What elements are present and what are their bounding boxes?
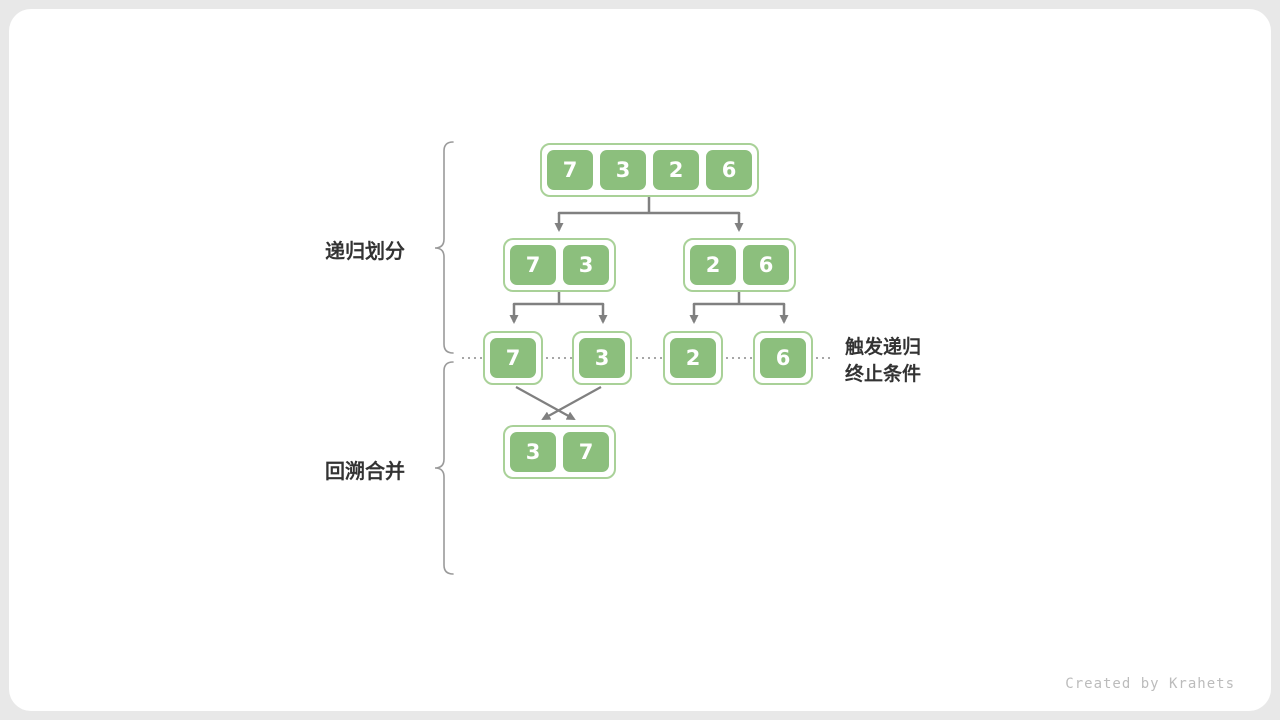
array-cell: 3 <box>579 338 625 378</box>
array-cell: 6 <box>760 338 806 378</box>
array-group-level3-3: 6 <box>753 331 813 385</box>
diagram-card <box>9 9 1271 711</box>
label-termination-line1: 触发递归 <box>845 336 922 358</box>
label-recursive-divide: 递归划分 <box>325 239 405 263</box>
array-cell: 7 <box>510 245 556 285</box>
array-cell: 7 <box>490 338 536 378</box>
label-termination-condition: 触发递归 终止条件 <box>845 334 921 388</box>
array-cell: 2 <box>690 245 736 285</box>
array-cell: 3 <box>510 432 556 472</box>
array-group-level2-left: 7 3 <box>503 238 616 292</box>
array-cell: 2 <box>670 338 716 378</box>
array-group-level1: 7 3 2 6 <box>540 143 759 197</box>
array-group-level3-0: 7 <box>483 331 543 385</box>
array-group-level3-1: 3 <box>572 331 632 385</box>
array-cell: 7 <box>547 150 593 190</box>
label-termination-line2: 终止条件 <box>845 363 922 385</box>
array-group-level3-2: 2 <box>663 331 723 385</box>
array-cell: 7 <box>563 432 609 472</box>
array-cell: 2 <box>653 150 699 190</box>
array-cell: 6 <box>706 150 752 190</box>
array-group-level2-right: 2 6 <box>683 238 796 292</box>
array-group-level4: 3 7 <box>503 425 616 479</box>
array-cell: 3 <box>600 150 646 190</box>
label-backtrack-merge: 回溯合并 <box>325 459 405 483</box>
credit-text: Created by Krahets <box>1065 676 1235 692</box>
array-cell: 6 <box>743 245 789 285</box>
array-cell: 3 <box>563 245 609 285</box>
